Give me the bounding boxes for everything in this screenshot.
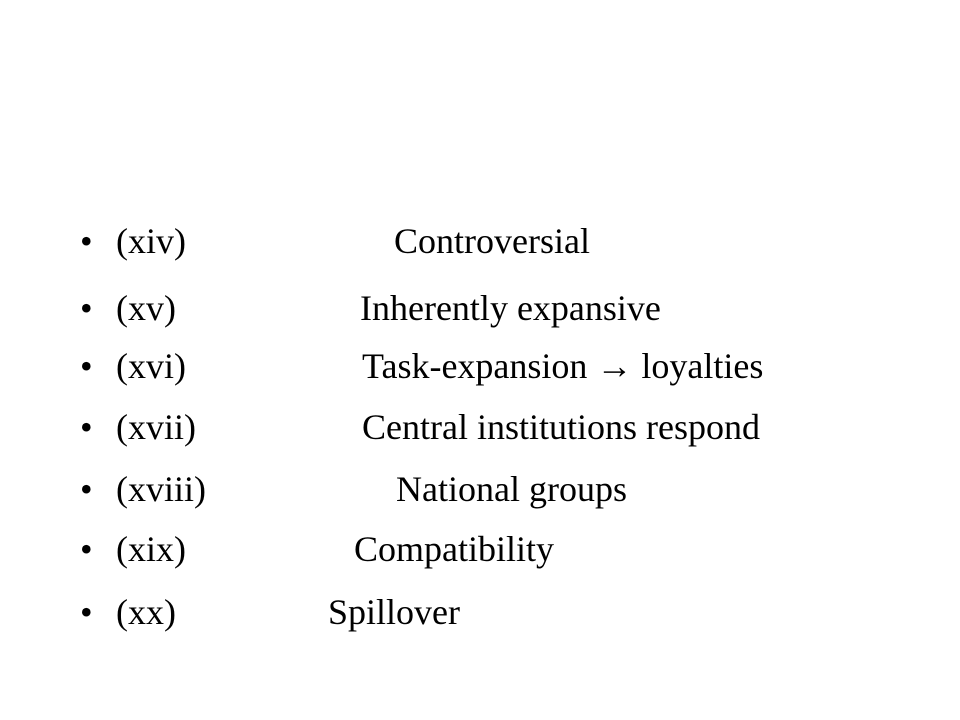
bullet-marker: •	[80, 221, 93, 261]
item-number: (xiv)	[116, 221, 186, 261]
item-number: (xv)	[116, 288, 176, 328]
list-item: • (xix) Compatibility	[0, 524, 960, 574]
item-number: (xvii)	[116, 407, 196, 447]
list-item: • (xv) Inherently expansive	[0, 283, 960, 333]
item-term: Controversial	[394, 221, 590, 261]
bullet-marker: •	[80, 346, 93, 386]
item-number: (xix)	[116, 529, 186, 569]
bullet-marker: •	[80, 288, 93, 328]
item-number: (xvi)	[116, 346, 186, 386]
item-term: Task-expansion → loyalties	[362, 346, 764, 386]
bullet-marker: •	[80, 529, 93, 569]
list-item: • (xiv) Controversial	[0, 216, 960, 266]
item-term: National groups	[396, 469, 627, 509]
list-item: • (xvii) Central institutions respond	[0, 402, 960, 452]
list-item: • (xx) Spillover	[0, 587, 960, 637]
item-number: (xviii)	[116, 469, 206, 509]
item-term: Spillover	[328, 592, 460, 632]
bullet-marker: •	[80, 469, 93, 509]
bullet-marker: •	[80, 592, 93, 632]
bullet-marker: •	[80, 407, 93, 447]
item-term: Inherently expansive	[360, 288, 661, 328]
list-item: • (xviii) National groups	[0, 464, 960, 514]
item-number: (xx)	[116, 592, 176, 632]
list-item: • (xvi) Task-expansion → loyalties	[0, 341, 960, 391]
item-term: Central institutions respond	[362, 407, 760, 447]
item-term: Compatibility	[354, 529, 555, 569]
